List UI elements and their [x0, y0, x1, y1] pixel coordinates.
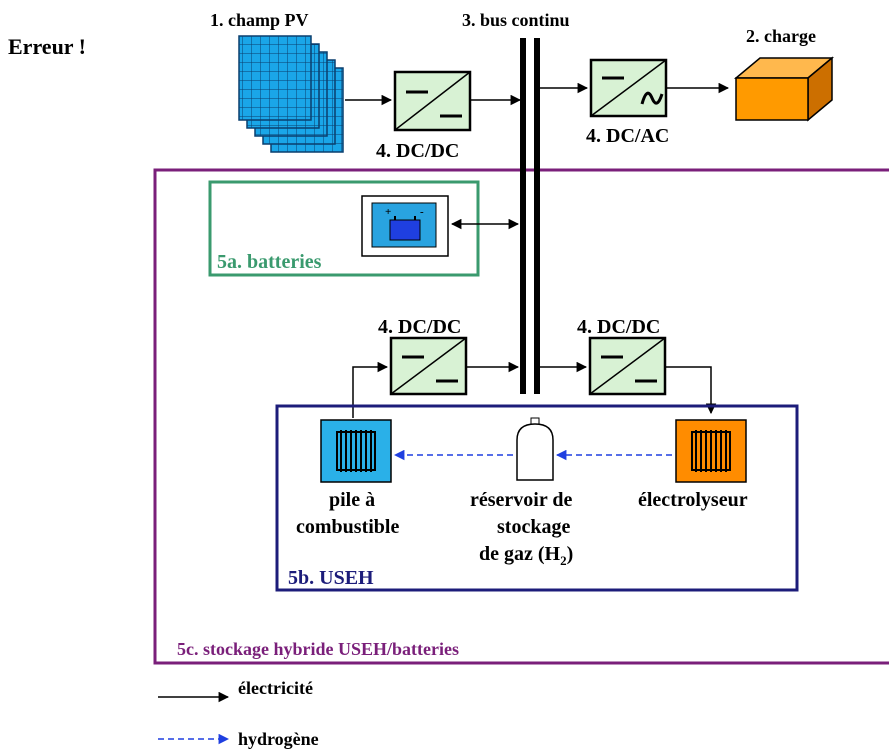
dcdc-fc-label: 4. DC/DC: [378, 316, 461, 338]
dcdc-pv-label: 4. DC/DC: [376, 140, 459, 162]
legend-electricity-label: électricité: [238, 678, 313, 698]
error-title: Erreur !: [8, 34, 86, 59]
tank-label-line2: stockage: [497, 516, 570, 538]
dcdc-converter-pv-icon: [393, 70, 472, 132]
dcdc-converter-el-icon: [588, 336, 667, 396]
arrow-fuelcell-to-dcdc: [352, 361, 389, 418]
fuel-cell-icon: [320, 419, 392, 483]
dcdc-el-label: 4. DC/DC: [577, 316, 660, 338]
legend-hydrogen-label: hydrogène: [238, 729, 319, 749]
fuel-cell-label-line2: combustible: [296, 516, 399, 538]
useh-label: 5b. USEH: [288, 567, 374, 589]
pv-field-icon: [238, 35, 344, 153]
fuel-cell-label-line1: pile à: [329, 489, 375, 511]
legend: électricité hydrogène: [158, 678, 319, 749]
dc-bus-label: 3. bus continu: [462, 10, 570, 30]
pv-field-label: 1. champ PV: [210, 10, 309, 30]
load-box-icon: [733, 56, 835, 122]
dcdc-converter-fc-icon: [389, 336, 468, 396]
hybrid-storage-label: 5c. stockage hybride USEH/batteries: [177, 639, 459, 659]
load-label: 2. charge: [746, 26, 816, 46]
electrolyzer-icon: [675, 419, 747, 483]
electrolyzer-label: électrolyseur: [638, 489, 748, 511]
dcac-label: 4. DC/AC: [586, 125, 669, 147]
gas-tank-icon: [516, 417, 554, 481]
svg-text:+: +: [385, 206, 391, 218]
battery-icon: + -: [361, 195, 449, 257]
dc-bus: [520, 38, 540, 394]
batteries-label: 5a. batteries: [217, 251, 322, 273]
dcac-inverter-icon: [589, 58, 668, 118]
useh-frame: [275, 404, 799, 592]
tank-label-line3: de gaz (H2): [479, 543, 573, 568]
arrow-dcdc-to-electrolyzer: [665, 366, 717, 415]
svg-text:-: -: [420, 206, 424, 218]
tank-label-line1: réservoir de: [470, 489, 572, 511]
